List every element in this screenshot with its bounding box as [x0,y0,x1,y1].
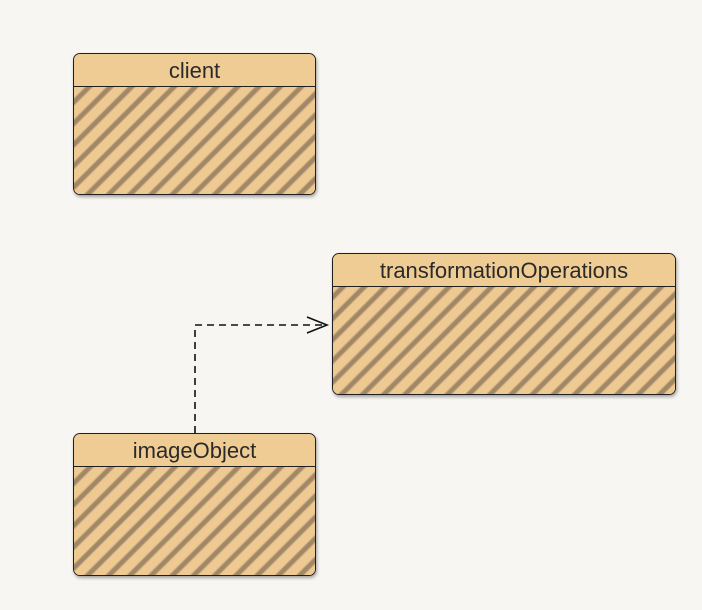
class-box-transformation-operations[interactable]: transformationOperations [332,253,676,395]
class-box-client[interactable]: client [73,53,316,195]
class-box-image-object[interactable]: imageObject [73,433,316,576]
class-body-client [74,87,315,194]
open-arrowhead [306,316,330,334]
dependency-line [194,324,326,433]
class-name-image-object: imageObject [74,434,315,467]
class-body-image-object [74,467,315,575]
class-name-transformation-operations: transformationOperations [333,254,675,287]
class-name-client: client [74,54,315,87]
class-body-transformation-operations [333,287,675,394]
dependency-arrow[interactable] [194,316,330,433]
